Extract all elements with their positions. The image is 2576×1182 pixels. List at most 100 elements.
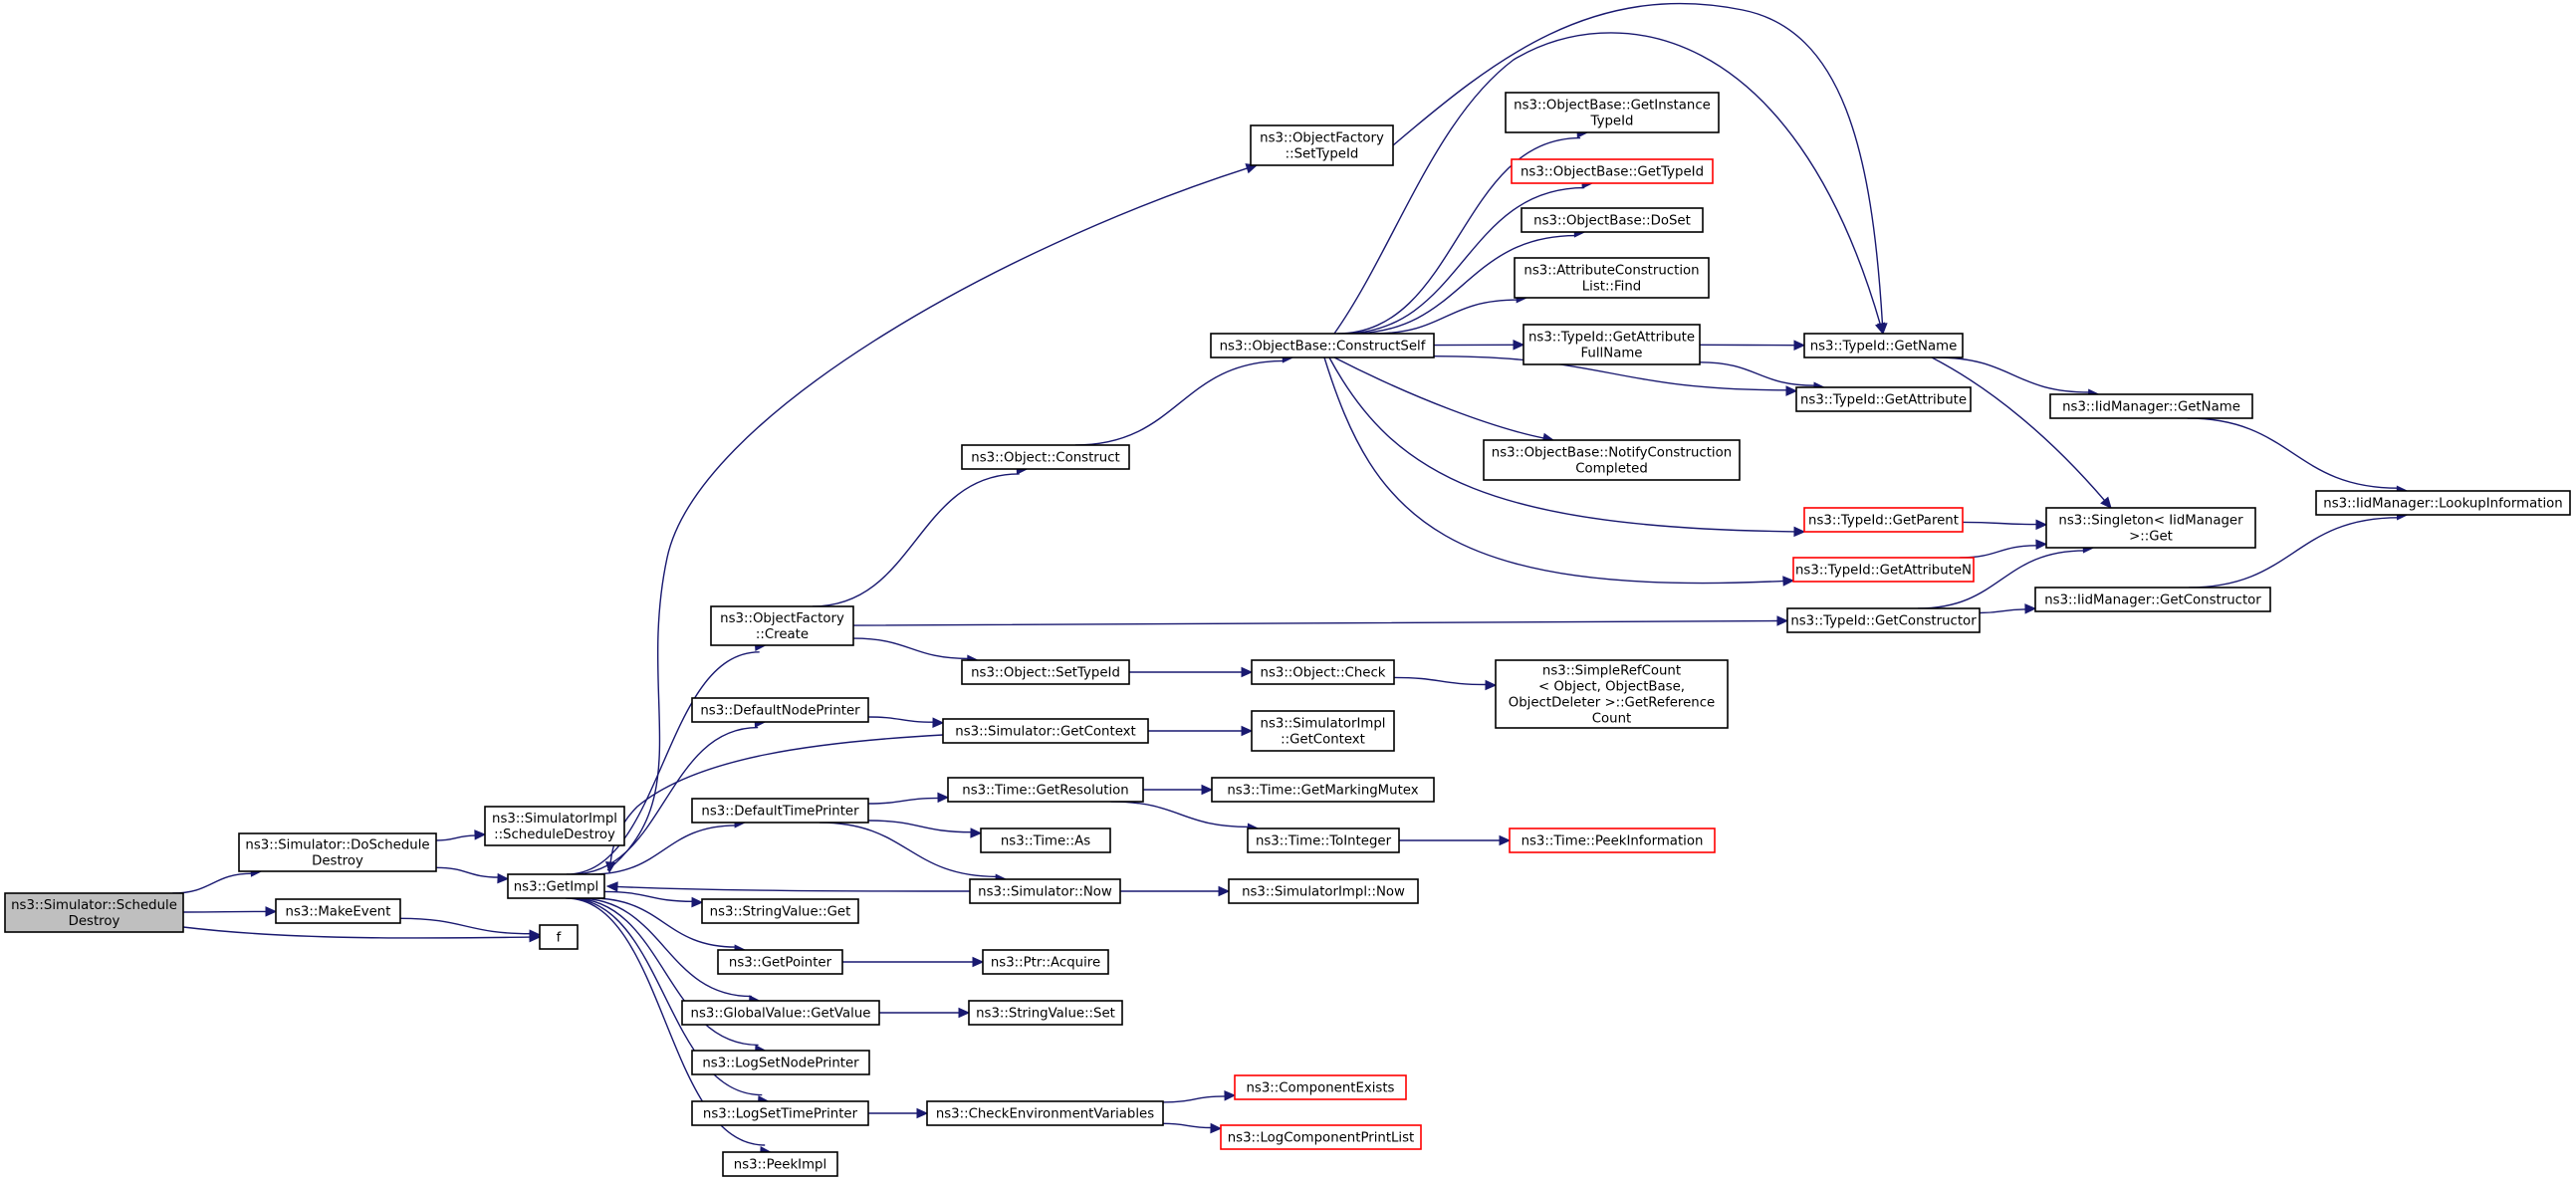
node-box[interactable]: [710, 605, 854, 646]
node-iidmanager-lookupinformation[interactable]: ns3::IidManager::LookupInformation: [2315, 490, 2571, 516]
node-box[interactable]: [969, 878, 1121, 904]
node-getpointer[interactable]: ns3::GetPointer: [717, 949, 843, 975]
node-box[interactable]: [275, 898, 401, 924]
node-time-peekinformation[interactable]: ns3::Time::PeekInformation: [1509, 827, 1716, 853]
node-objbase-notify[interactable]: ns3::ObjectBase::NotifyConstructionCompl…: [1483, 439, 1741, 481]
node-box[interactable]: [2049, 393, 2253, 419]
node-box[interactable]: [1251, 710, 1395, 752]
node-simplerefcount[interactable]: ns3::SimpleRefCount< Object, ObjectBase,…: [1495, 659, 1729, 729]
node-box[interactable]: [1505, 92, 1720, 133]
node-box[interactable]: [2034, 587, 2271, 612]
node-box[interactable]: [980, 827, 1111, 853]
node-box[interactable]: [1495, 659, 1729, 729]
node-globalvalue-getvalue[interactable]: ns3::GlobalValue::GetValue: [681, 1000, 880, 1026]
node-box[interactable]: [1483, 439, 1741, 481]
node-box[interactable]: [1220, 1124, 1422, 1150]
node-time-as[interactable]: ns3::Time::As: [980, 827, 1111, 853]
node-box[interactable]: [968, 1000, 1123, 1026]
node-simimpl-getcontext[interactable]: ns3::SimulatorImpl::GetContext: [1251, 710, 1395, 752]
node-sim-getcontext[interactable]: ns3::Simulator::GetContext: [942, 718, 1149, 744]
node-time-tointeger[interactable]: ns3::Time::ToInteger: [1247, 827, 1400, 853]
node-box[interactable]: [1210, 333, 1435, 358]
node-componentexists[interactable]: ns3::ComponentExists: [1234, 1074, 1407, 1100]
node-box[interactable]: [1803, 507, 1964, 533]
node-typeid-getattributen[interactable]: ns3::TypeId::GetAttributeN: [1792, 557, 1975, 583]
node-iidmanager-getname[interactable]: ns3::IidManager::GetName: [2049, 393, 2253, 419]
node-logsetnodeprinter[interactable]: ns3::LogSetNodePrinter: [691, 1050, 870, 1075]
node-box[interactable]: [961, 444, 1130, 470]
node-box[interactable]: [507, 873, 605, 899]
node-object-settypeid[interactable]: ns3::Object::SetTypeId: [961, 659, 1130, 685]
node-box[interactable]: [691, 1050, 870, 1075]
node-iidmanager-getconstructor[interactable]: ns3::IidManager::GetConstructor: [2034, 587, 2271, 612]
node-box[interactable]: [2315, 490, 2571, 516]
node-box[interactable]: [1228, 878, 1419, 904]
node-object-check[interactable]: ns3::Object::Check: [1251, 659, 1395, 685]
node-box[interactable]: [1522, 324, 1701, 365]
node-box[interactable]: [1792, 557, 1975, 583]
node-box[interactable]: [961, 659, 1130, 685]
node-box[interactable]: [947, 777, 1144, 803]
node-objfactory-create[interactable]: ns3::ObjectFactory::Create: [710, 605, 854, 646]
node-time-getresolution[interactable]: ns3::Time::GetResolution: [947, 777, 1144, 803]
node-box[interactable]: [1521, 207, 1704, 233]
node-box[interactable]: [681, 1000, 880, 1026]
node-typeid-getname[interactable]: ns3::TypeId::GetName: [1803, 333, 1964, 358]
node-sim-now[interactable]: ns3::Simulator::Now: [969, 878, 1121, 904]
node-box[interactable]: [4, 892, 184, 933]
node-checkenv[interactable]: ns3::CheckEnvironmentVariables: [926, 1100, 1164, 1126]
node-box[interactable]: [1795, 386, 1972, 412]
node-f[interactable]: f: [539, 924, 579, 950]
node-box[interactable]: [1250, 124, 1394, 166]
node-defaultnodeprinter[interactable]: ns3::DefaultNodePrinter: [691, 697, 869, 723]
node-box[interactable]: [1251, 659, 1395, 685]
node-box[interactable]: [717, 949, 843, 975]
node-root[interactable]: ns3::Simulator::ScheduleDestroy: [4, 892, 184, 933]
node-makeevent[interactable]: ns3::MakeEvent: [275, 898, 401, 924]
node-box[interactable]: [982, 949, 1109, 975]
node-typeid-getattribute[interactable]: ns3::TypeId::GetAttribute: [1795, 386, 1972, 412]
node-box[interactable]: [1509, 827, 1716, 853]
node-box[interactable]: [1514, 257, 1710, 299]
node-object-construct[interactable]: ns3::Object::Construct: [961, 444, 1130, 470]
node-box[interactable]: [1234, 1074, 1407, 1100]
node-peekimpl[interactable]: ns3::PeekImpl: [722, 1151, 838, 1177]
node-box[interactable]: [539, 924, 579, 950]
node-box[interactable]: [2045, 507, 2256, 549]
node-box[interactable]: [926, 1100, 1164, 1126]
node-box[interactable]: [691, 697, 869, 723]
node-box[interactable]: [942, 718, 1149, 744]
node-objbase-constructself[interactable]: ns3::ObjectBase::ConstructSelf: [1210, 333, 1435, 358]
node-defaulttimeprinter[interactable]: ns3::DefaultTimePrinter: [691, 798, 869, 824]
node-getimpl[interactable]: ns3::GetImpl: [507, 873, 605, 899]
node-singleton-get[interactable]: ns3::Singleton< IidManager>::Get: [2045, 507, 2256, 549]
node-simimpl-schedule[interactable]: ns3::SimulatorImpl::ScheduleDestroy: [484, 806, 625, 846]
node-box[interactable]: [1786, 607, 1981, 633]
node-box[interactable]: [484, 806, 625, 846]
node-stringvalue-set[interactable]: ns3::StringValue::Set: [968, 1000, 1123, 1026]
node-box[interactable]: [238, 832, 437, 872]
node-time-getmarkingmutex[interactable]: ns3::Time::GetMarkingMutex: [1211, 777, 1435, 803]
node-box[interactable]: [722, 1151, 838, 1177]
node-box[interactable]: [1511, 158, 1714, 184]
node-typeid-getparent[interactable]: ns3::TypeId::GetParent: [1803, 507, 1964, 533]
node-typeid-getconstructor[interactable]: ns3::TypeId::GetConstructor: [1786, 607, 1981, 633]
node-box[interactable]: [691, 1100, 869, 1126]
node-simimpl-now[interactable]: ns3::SimulatorImpl::Now: [1228, 878, 1419, 904]
node-box[interactable]: [701, 898, 859, 924]
node-stringvalue-get[interactable]: ns3::StringValue::Get: [701, 898, 859, 924]
node-objbase-gettypeid[interactable]: ns3::ObjectBase::GetTypeId: [1511, 158, 1714, 184]
node-logcomponentprintlist[interactable]: ns3::LogComponentPrintList: [1220, 1124, 1422, 1150]
node-box[interactable]: [1247, 827, 1400, 853]
node-objfactory-settypeid[interactable]: ns3::ObjectFactory::SetTypeId: [1250, 124, 1394, 166]
node-logsettimeprinter[interactable]: ns3::LogSetTimePrinter: [691, 1100, 869, 1126]
node-box[interactable]: [1211, 777, 1435, 803]
node-ptr-acquire[interactable]: ns3::Ptr::Acquire: [982, 949, 1109, 975]
node-objbase-doset[interactable]: ns3::ObjectBase::DoSet: [1521, 207, 1704, 233]
node-box[interactable]: [1803, 333, 1964, 358]
node-box[interactable]: [691, 798, 869, 824]
